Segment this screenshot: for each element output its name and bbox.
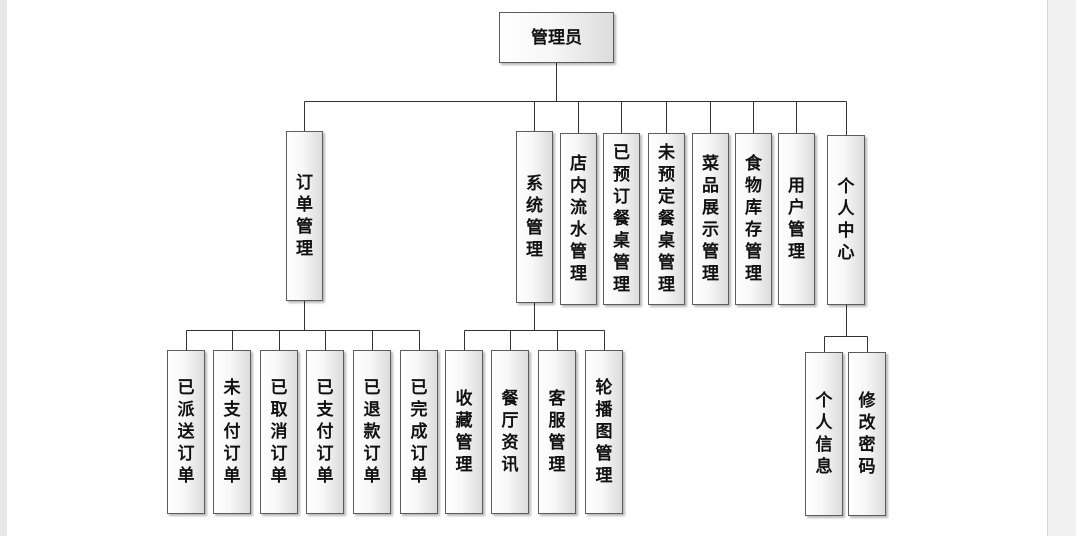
node-paid-orders: 已支付订单 xyxy=(306,350,344,514)
node-label: 已取消订单 xyxy=(270,378,288,486)
node-label: 收藏管理 xyxy=(455,389,473,475)
node-label: 系统管理 xyxy=(526,174,543,260)
node-food-inventory: 食物库存管理 xyxy=(735,133,772,305)
node-dispatched-orders: 已派送订单 xyxy=(167,350,205,514)
node-system-management: 系统管理 xyxy=(516,131,553,303)
node-reserved-tables: 已预订餐桌管理 xyxy=(603,133,640,305)
node-in-store-ledger: 店内流水管理 xyxy=(560,133,597,305)
node-label: 已支付订单 xyxy=(316,378,334,486)
node-refunded-orders: 已退款订单 xyxy=(353,350,391,514)
node-label: 菜品展示管理 xyxy=(702,154,719,284)
node-label: 未支付订单 xyxy=(223,378,241,486)
node-carousel-management: 轮播图管理 xyxy=(585,350,623,514)
node-personal-info: 个人信息 xyxy=(805,352,843,516)
node-favorites-management: 收藏管理 xyxy=(445,350,483,514)
node-label: 个人中心 xyxy=(837,177,855,263)
node-restaurant-news: 餐厅资讯 xyxy=(491,350,529,514)
node-unpaid-orders: 未支付订单 xyxy=(213,350,251,514)
node-order-management: 订单管理 xyxy=(286,131,323,301)
node-label: 已退款订单 xyxy=(363,378,381,486)
node-label: 已完成订单 xyxy=(410,378,428,486)
node-user-management: 用户管理 xyxy=(778,133,815,305)
node-completed-orders: 已完成订单 xyxy=(400,350,438,514)
node-label: 餐厅资讯 xyxy=(501,389,519,475)
node-label: 用户管理 xyxy=(788,176,805,262)
node-personal-center: 个人中心 xyxy=(827,135,865,305)
node-label: 修改密码 xyxy=(858,391,876,477)
node-label: 店内流水管理 xyxy=(570,154,587,284)
node-label: 订单管理 xyxy=(296,173,313,259)
page-right-margin xyxy=(1047,0,1076,536)
node-label: 已预订餐桌管理 xyxy=(613,143,630,295)
node-cancelled-orders: 已取消订单 xyxy=(260,350,298,514)
node-label: 管理员 xyxy=(531,27,582,48)
node-label: 个人信息 xyxy=(815,391,833,477)
node-label: 已派送订单 xyxy=(177,378,195,486)
node-admin: 管理员 xyxy=(499,12,614,63)
node-label: 食物库存管理 xyxy=(745,154,762,284)
node-label: 客服管理 xyxy=(548,389,566,475)
page-left-edge xyxy=(0,0,7,536)
node-label: 未预定餐桌管理 xyxy=(658,143,675,295)
node-customer-service: 客服管理 xyxy=(538,350,576,514)
node-unreserved-tables: 未预定餐桌管理 xyxy=(648,133,685,305)
node-label: 轮播图管理 xyxy=(595,378,613,486)
node-change-password: 修改密码 xyxy=(848,352,886,516)
node-dish-display: 菜品展示管理 xyxy=(692,133,729,305)
